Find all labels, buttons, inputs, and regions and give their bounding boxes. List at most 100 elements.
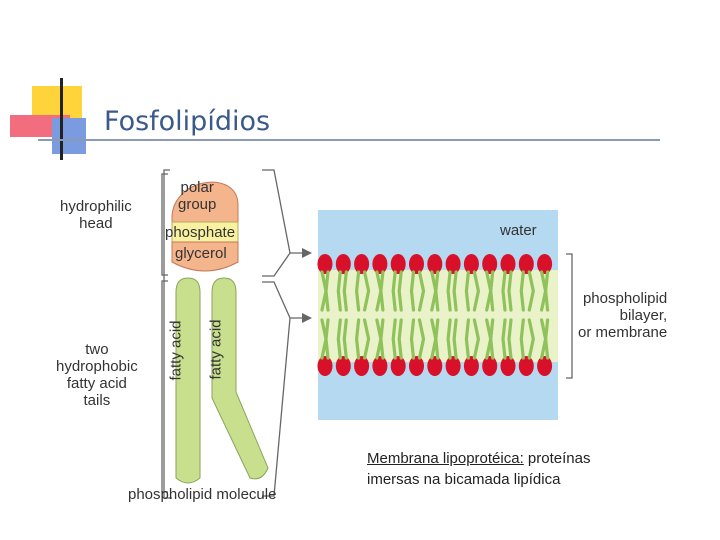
lipid-tail	[397, 318, 403, 360]
fatty-acid-label-1: fatty acid	[167, 320, 185, 381]
lipid-tail	[519, 270, 525, 312]
lipid-tail	[363, 318, 371, 360]
lipid-head-top	[500, 254, 516, 274]
hydrophilic-head-label: hydrophilic head	[60, 198, 132, 232]
lipid-tail	[507, 318, 513, 360]
tail-bracket	[161, 280, 168, 493]
lipid-head-top	[390, 254, 406, 274]
lipid-head-bottom	[463, 356, 479, 376]
lipid-tail	[342, 318, 348, 360]
phosphate-label: phosphate	[165, 224, 236, 241]
lipid-head-bottom	[482, 356, 498, 376]
bilayer-bracket	[566, 253, 573, 379]
lipid-tail	[354, 318, 361, 360]
fatty-acid-label-2: fatty acid	[207, 319, 225, 380]
lipid-tail	[446, 270, 452, 312]
lipid-head-bottom	[500, 356, 516, 376]
lipid-head-top	[463, 254, 479, 274]
lipid-head-bottom	[335, 356, 351, 376]
lipid-tail	[501, 270, 507, 312]
head-right-bracket	[262, 169, 302, 254]
bilayer-lipids	[317, 254, 553, 376]
lipid-tail	[446, 318, 452, 360]
lipid-tail	[543, 270, 550, 312]
lipid-tail	[464, 318, 470, 360]
lipid-tail	[379, 270, 385, 312]
lipid-head-bottom	[390, 356, 406, 376]
lipid-head-bottom	[537, 356, 553, 376]
lipid-head-bottom	[317, 356, 333, 376]
lipid-head-top	[518, 254, 534, 274]
lipid-tail	[527, 270, 535, 312]
hydrophobic-tails-label: two hydrophobic fatty acid tails	[56, 341, 138, 409]
lipid-tail	[489, 270, 495, 312]
lipid-tail	[354, 270, 361, 312]
lipid-head-top	[482, 254, 498, 274]
polar-group-label: polar group	[178, 179, 217, 213]
polar-group-shape	[171, 181, 239, 223]
lipid-tail	[417, 318, 426, 360]
lipid-tail	[472, 270, 481, 312]
arrow-head-2	[302, 313, 312, 323]
lipid-tail	[434, 318, 440, 360]
lipid-tail	[397, 270, 403, 312]
caption-text-2: imersas na bicamada lipídica	[367, 471, 561, 488]
lipid-tail	[336, 270, 342, 312]
lipid-head-top	[409, 254, 424, 274]
lipid-head-top	[445, 254, 461, 274]
lipid-head-bottom	[409, 356, 424, 376]
caption: Membrana lipoprotéica: proteínas imersas…	[367, 448, 590, 490]
lipid-tail	[543, 318, 550, 360]
lipid-tail	[519, 318, 525, 360]
lipid-tail	[452, 270, 458, 312]
head-bracket	[161, 173, 168, 276]
lipid-head-bottom	[518, 356, 534, 376]
lipid-tail	[464, 270, 470, 312]
lipid-tail	[527, 318, 535, 360]
lipid-tail	[434, 270, 440, 312]
lipid-head-bottom	[427, 356, 443, 376]
lipid-tail	[391, 270, 397, 312]
bilayer-label: phospholipid bilayer, or membrane	[578, 290, 668, 341]
lipid-tail	[342, 270, 348, 312]
lipid-tail	[507, 270, 513, 312]
corner-blue-square	[52, 118, 86, 154]
lipid-tail	[324, 270, 330, 312]
glycerol-band	[171, 241, 239, 272]
lipid-tail	[391, 318, 397, 360]
head-right-bracket-lower	[262, 252, 291, 277]
lipid-tail	[379, 318, 385, 360]
lipid-tail	[417, 270, 426, 312]
caption-text-1: proteínas	[523, 450, 591, 467]
lipid-head-top	[354, 254, 370, 274]
lipid-head-top	[372, 254, 388, 274]
molecule-bracket	[163, 169, 172, 499]
lipid-head-bottom	[354, 356, 370, 376]
tail-right-bracket	[262, 281, 302, 497]
lipid-head-top	[335, 254, 351, 274]
fatty-acid-tail-2	[211, 277, 269, 480]
lipid-tail	[501, 318, 507, 360]
lipid-head-top	[317, 254, 333, 274]
lipid-tail	[324, 318, 330, 360]
phospholipid-molecule-label: phospholipid molecule	[128, 486, 277, 503]
lipid-tail	[336, 318, 342, 360]
lipid-tail	[409, 270, 416, 312]
lipid-tail	[489, 318, 495, 360]
lipid-tail	[409, 318, 416, 360]
lipid-head-top	[537, 254, 553, 274]
lipid-tail	[452, 318, 458, 360]
title-underline	[38, 139, 660, 141]
slide-title: Fosfolipídios	[104, 106, 271, 138]
arrow-head-1	[302, 248, 312, 258]
lipid-tail	[472, 318, 481, 360]
corner-vertical-line	[60, 78, 63, 160]
lipid-head-top	[427, 254, 443, 274]
fatty-acid-tail-1	[175, 277, 201, 484]
water-label: water	[500, 222, 537, 239]
lipid-head-bottom	[372, 356, 388, 376]
glycerol-label: glycerol	[175, 245, 227, 262]
lipid-head-bottom	[445, 356, 461, 376]
caption-term: Membrana lipoprotéica:	[367, 450, 524, 467]
